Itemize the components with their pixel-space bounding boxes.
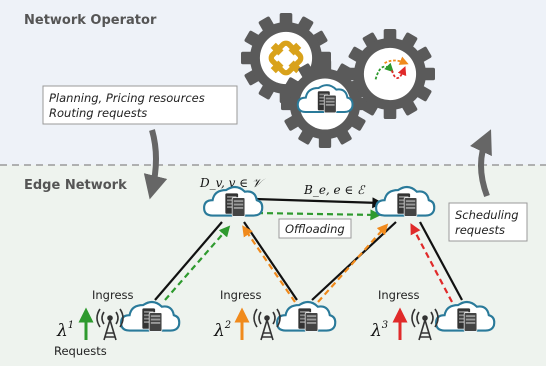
- offloading-label: Offloading: [285, 222, 345, 236]
- flow-red: [410, 223, 453, 303]
- offloading-flow: [256, 209, 382, 221]
- scheduling-line2: requests: [455, 223, 505, 237]
- gear-icon: [241, 12, 331, 103]
- ingress-label-1: Ingress: [92, 288, 134, 302]
- curved-arrow-icon: [470, 129, 492, 198]
- nodes-label: D_v, v ∈ 𝒱: [199, 176, 266, 190]
- ingress-label-2: Ingress: [220, 288, 262, 302]
- flow-orange-2: [317, 223, 389, 303]
- planning-line2: Routing requests: [49, 106, 147, 120]
- requests-label: Requests: [54, 344, 107, 358]
- operator-title: Network Operator: [24, 13, 157, 28]
- edge-title: Edge Network: [24, 178, 127, 193]
- gear-icon: [345, 28, 435, 119]
- offloading-note: [278, 218, 352, 239]
- planning-line1: Planning, Pricing resources: [49, 91, 205, 105]
- lambda-1: λ1: [56, 320, 74, 341]
- scheduling-note: [448, 202, 528, 242]
- lambda-3: λ3: [370, 320, 388, 341]
- flow-green: [164, 225, 231, 301]
- edges-label: B_e, e ∈ ℰ: [303, 183, 366, 197]
- lambda-2: λ2: [213, 320, 231, 341]
- curved-arrow-icon: [143, 129, 168, 200]
- ingress-label-3: Ingress: [378, 288, 420, 302]
- flow-orange-1: [242, 225, 296, 303]
- scheduling-line1: Scheduling: [455, 208, 519, 222]
- planning-note: [42, 85, 238, 125]
